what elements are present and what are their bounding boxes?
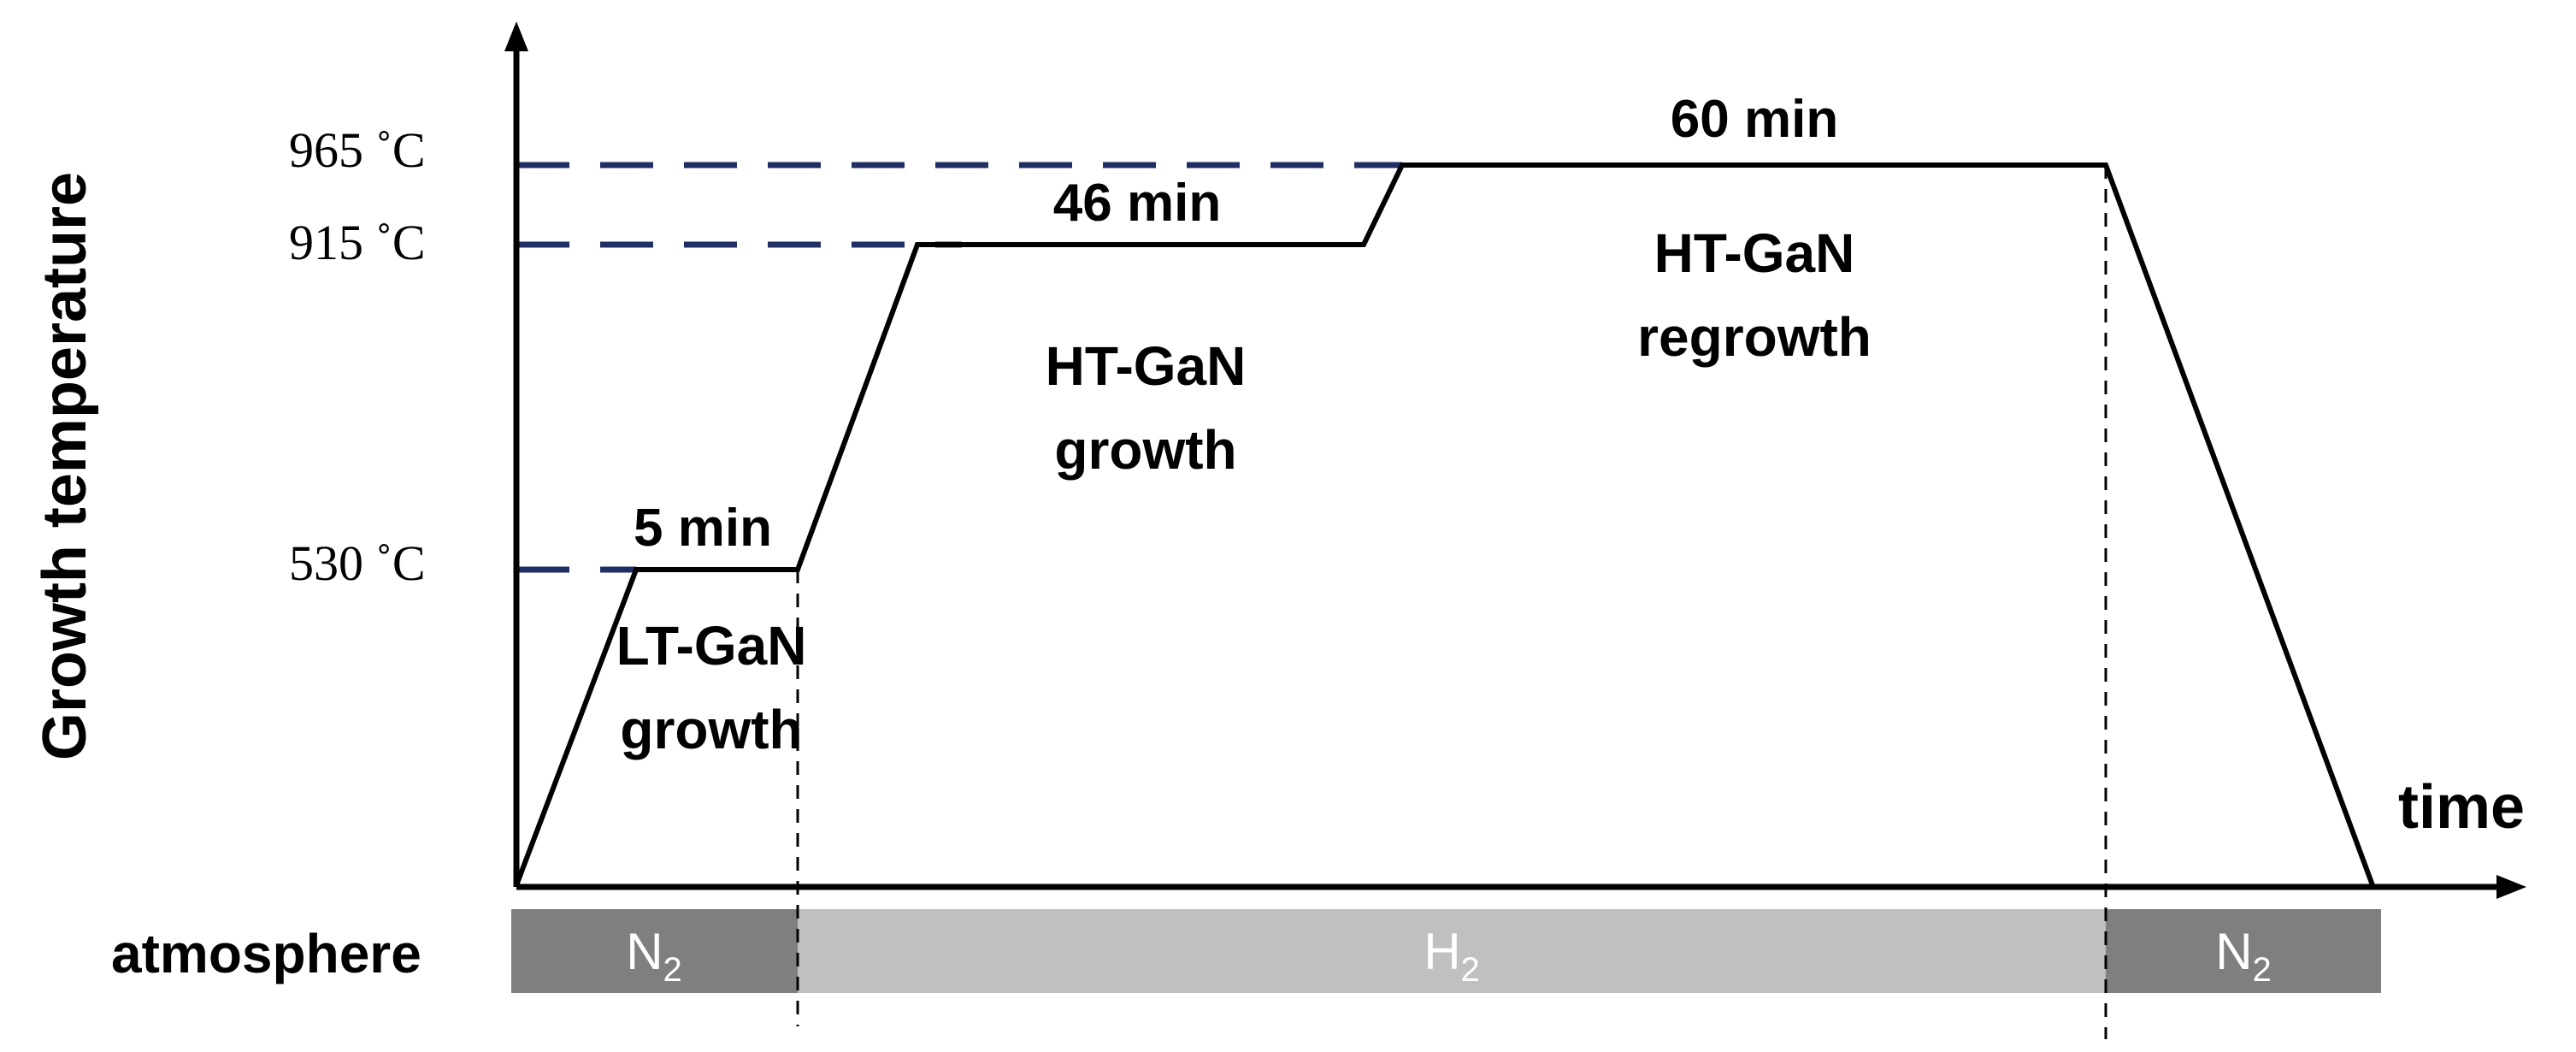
duration-ht-hold: 46 min: [1053, 174, 1221, 233]
atmosphere-n2-bar-left: [511, 909, 798, 993]
duration-lt-hold: 5 min: [634, 499, 772, 558]
temperature-profile-line: [514, 163, 2375, 887]
stage-lt-growth-line2: growth: [620, 699, 802, 760]
stage-ht-regrowth-line2: regrowth: [1637, 306, 1872, 368]
y-axis-label: Growth temperature: [31, 172, 99, 760]
temp-label-965: 965 ˚C: [289, 122, 426, 178]
stage-ht-growth-line1: HT-GaN: [1046, 335, 1247, 397]
atmosphere-h2-label: H2: [1424, 923, 1480, 989]
atmosphere-n2-bar-right: [2106, 909, 2381, 993]
x-axis-label: time: [2398, 773, 2525, 842]
stage-lt-growth-line1: LT-GaN: [616, 615, 807, 677]
temp-label-915: 915 ˚C: [289, 215, 426, 270]
atmosphere-h2-bar: [798, 909, 2106, 993]
duration-regrowth-hold: 60 min: [1671, 90, 1838, 149]
y-axis-arrowhead: [504, 21, 528, 51]
temp-label-530: 530 ˚C: [289, 535, 426, 591]
atmosphere-n2-right-label: N2: [2215, 923, 2272, 989]
atmosphere-n2-left-label: N2: [626, 923, 682, 989]
stage-ht-regrowth-line1: HT-GaN: [1654, 222, 1855, 284]
stage-ht-growth-line2: growth: [1054, 419, 1236, 481]
atmosphere-label: atmosphere: [111, 923, 421, 984]
x-axis-arrowhead: [2496, 875, 2526, 899]
